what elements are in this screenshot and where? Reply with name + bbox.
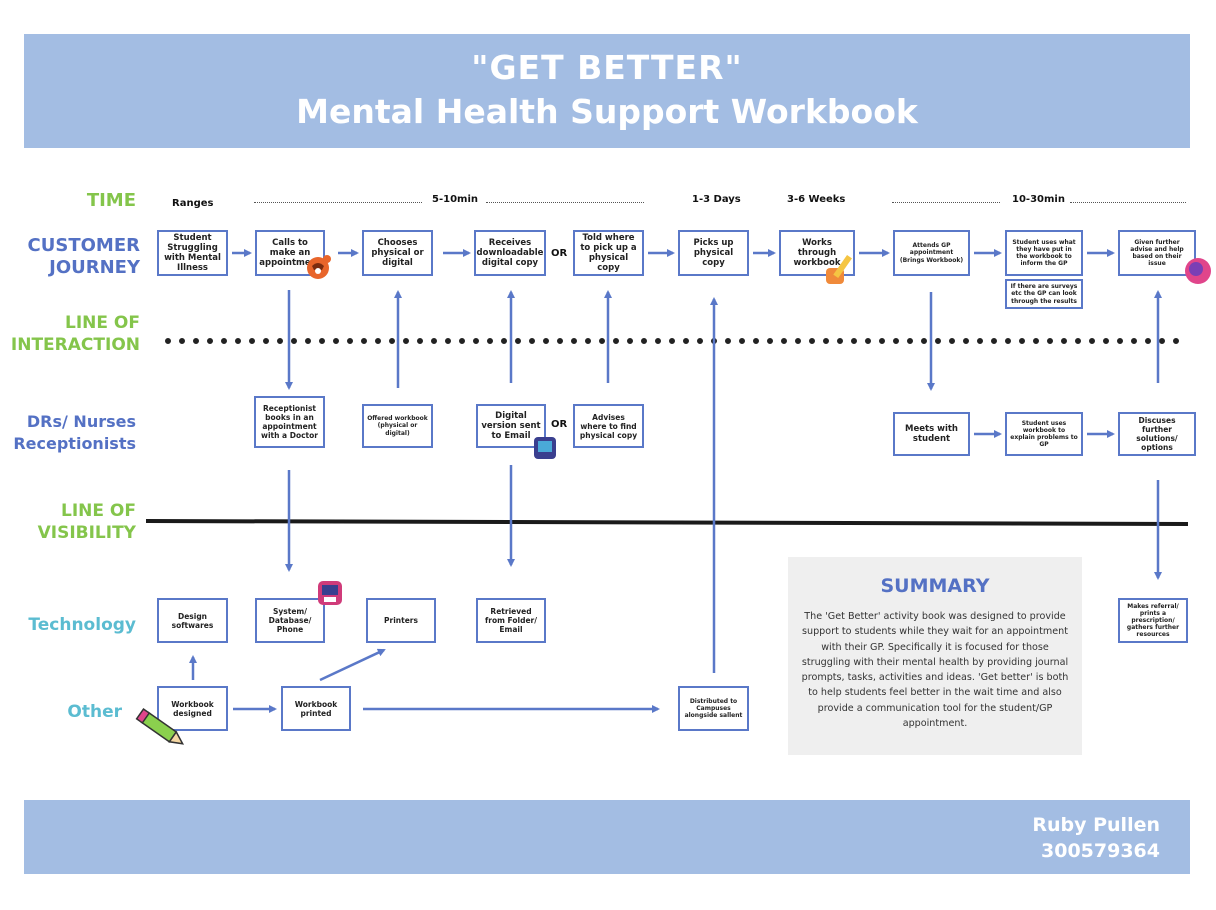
or-label-journey: OR <box>551 248 568 259</box>
other-step-3: Distributed to Campuses alongside sallen… <box>678 686 749 731</box>
staff-step-6: Student uses workbook to explain problem… <box>1005 412 1083 456</box>
row-label-journey-1: CUSTOMER <box>27 235 140 256</box>
brain-icon <box>1185 258 1211 284</box>
time-dots-4 <box>1070 202 1186 203</box>
footer-banner: Ruby Pullen 300579364 <box>24 800 1190 874</box>
journey-step-10: Given further advise and help based on t… <box>1118 230 1196 276</box>
or-label-staff: OR <box>551 419 568 430</box>
journey-step-6: Picks up physical copy <box>678 230 749 276</box>
staff-step-4: Advises where to find physical copy <box>573 404 644 448</box>
row-label-other: Other <box>67 702 122 722</box>
summary-title: SUMMARY <box>880 575 990 597</box>
tech-step-1: Design softwares <box>157 598 228 643</box>
summary-body: The 'Get Better' activity book was desig… <box>801 611 1069 730</box>
journey-step-5: Told where to pick up a physical copy <box>573 230 644 276</box>
time-dots-2 <box>486 202 644 203</box>
title-line-1: "GET BETTER" <box>471 48 743 87</box>
arrow-printed-to-printers <box>319 648 386 682</box>
tech-step-5: Makes referral/ prints a prescription/ g… <box>1118 598 1188 643</box>
other-step-1: Workbook designed <box>157 686 228 731</box>
time-dots-1 <box>254 202 422 203</box>
time-dots-3 <box>892 202 1000 203</box>
journey-step-4: Receives downloadable digital copy <box>474 230 546 276</box>
sticker-icon <box>318 581 342 605</box>
tablet-icon <box>534 437 556 459</box>
row-label-staff-1: DRs/ Nurses <box>26 412 136 431</box>
time-3-6-weeks: 3-6 Weeks <box>787 194 846 205</box>
staff-step-5: Meets with student <box>893 412 970 456</box>
summary-panel: SUMMARY The 'Get Better' activity book w… <box>788 557 1082 755</box>
journey-note: If there are surveys etc the GP can look… <box>1005 279 1083 309</box>
tech-step-2: System/ Database/ Phone <box>255 598 325 643</box>
phone-icon <box>307 255 331 279</box>
journey-step-3: Chooses physical or digital <box>362 230 433 276</box>
header-banner: "GET BETTER" Mental Health Support Workb… <box>24 34 1190 148</box>
row-label-technology: Technology <box>28 615 136 635</box>
staff-step-1: Receptionist books in an appointment wit… <box>254 396 325 448</box>
author-name: Ruby Pullen <box>1032 814 1160 836</box>
line-of-visibility <box>145 519 1189 526</box>
row-label-visibility-1: LINE OF <box>61 501 136 521</box>
journey-step-1: Student Struggling with Mental Illness <box>157 230 228 276</box>
row-label-interaction-2: INTERACTION <box>10 335 140 355</box>
time-ranges: Ranges <box>172 198 214 209</box>
author-id: 300579364 <box>1041 840 1160 862</box>
time-5-10min: 5-10min <box>432 194 478 205</box>
journey-step-9: Student uses what they have put in the w… <box>1005 230 1083 276</box>
staff-step-2: Offered workbook (physical or digital) <box>362 404 433 448</box>
tech-step-3: Printers <box>366 598 436 643</box>
title-line-2: Mental Health Support Workbook <box>296 92 918 131</box>
row-label-visibility-2: VISIBILITY <box>37 523 136 543</box>
staff-step-7: Discuses further solutions/ options <box>1118 412 1196 456</box>
tech-step-4: Retrieved from Folder/ Email <box>476 598 546 643</box>
time-1-3-days: 1-3 Days <box>692 194 741 205</box>
journey-step-8: Attends GP appointment (Brings Workbook) <box>893 230 970 276</box>
row-label-time: TIME <box>86 190 136 211</box>
hand-pencil-icon <box>826 254 852 284</box>
row-label-journey-2: JOURNEY <box>49 257 140 278</box>
time-10-30min: 10-30min <box>1012 194 1065 205</box>
row-label-interaction-1: LINE OF <box>65 313 140 333</box>
pencil-icon <box>135 707 185 745</box>
row-label-staff-2: Receptionists <box>13 434 136 453</box>
other-step-2: Workbook printed <box>281 686 351 731</box>
